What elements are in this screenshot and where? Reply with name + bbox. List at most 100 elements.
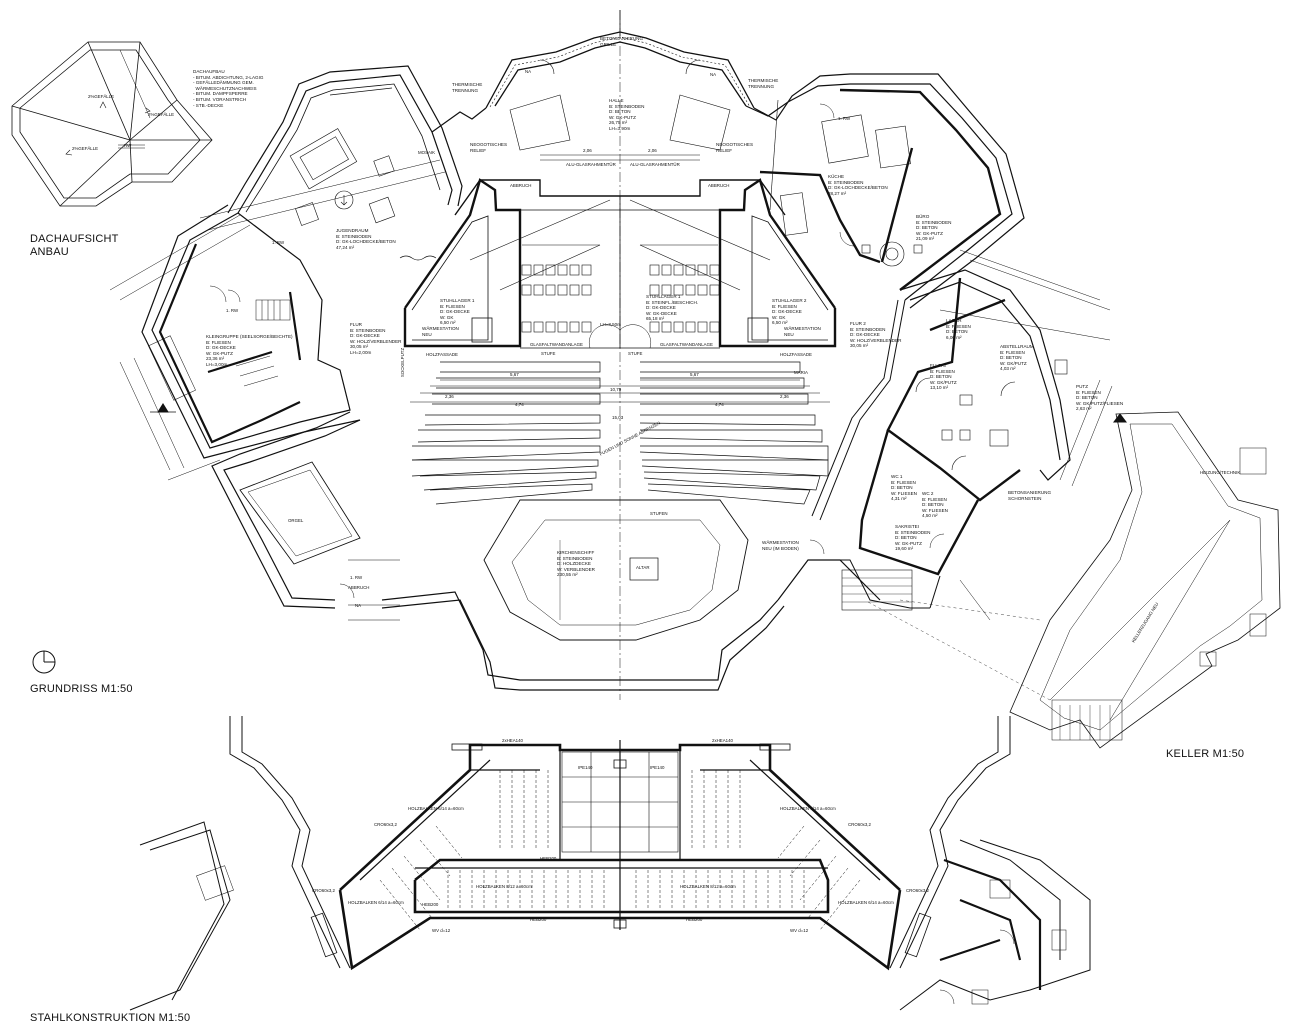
- dim-10: 2,36: [780, 394, 789, 399]
- room-stuhllager-1: STUHLLAGER 1 B: FLIESEN D: GK-DECKE W: G…: [440, 298, 475, 326]
- steel-structure-plan: [129, 716, 1091, 1011]
- keller-plan: [867, 411, 1281, 749]
- steel-holz-5: HOLZBALKEN 6/14 a=60cm: [348, 900, 404, 905]
- dimension-lines: [109, 154, 1113, 621]
- room-flur-3: FLUR 3 B: FLIESEN D: BETON W: GK/PUTZ 13…: [930, 363, 957, 391]
- steel-ipe-1: IPE140: [578, 765, 593, 770]
- room-kirchenschiff: KIRCHENSCHIFF B: STEINBODEN D: HOLZDECKE…: [557, 550, 595, 578]
- label-betonsanierung-top: BETONSANIERUNG GRILLE: [600, 36, 644, 47]
- room-wc-1: WC 1 B: FLIESEN D: BETON W: FLIESEN 4,31…: [891, 474, 917, 502]
- label-na-2: NA: [710, 72, 717, 77]
- label-alu-2: ALU-GLASRAHMENTÜR: [630, 162, 680, 167]
- steel-wv-2: WV d=12: [790, 928, 809, 933]
- label-relief-2: NEOGOTISCHES RELIEF: [716, 142, 754, 153]
- room-kleingruppe: KLEINGRUPPE (SEELSORGE/BEICHTE) B: FLIES…: [206, 334, 293, 367]
- label-mosaik: MOSAIK: [418, 150, 436, 155]
- steel-holz-4: HOLZBALKEN 8/12 a=60cm: [680, 884, 736, 889]
- room-flur-1: FLUR B: STEINBODEN D: GK-DECKE W: HOLZ/V…: [350, 322, 402, 355]
- steel-profil-1: 2xHEA140: [502, 738, 523, 743]
- label-waermestation-3: WÄRMESTATION NEU (IM BODEN): [762, 540, 799, 551]
- label-betonsanierung-right: BETONSANIERUNG SCHORNSTEIN: [1008, 490, 1052, 501]
- dim-2: 2,06: [648, 148, 657, 153]
- lh-note: LH=3,50m: [600, 322, 621, 327]
- roof-plan-annex: [11, 41, 213, 207]
- label-alu-1: ALU-GLASRAHMENTÜR: [566, 162, 616, 167]
- steel-cro-3: CRO60x3,2: [374, 822, 397, 827]
- roof-notes: DACHAUFBAU - BITUM. ABDICHTUNG, 2-LAGIG …: [193, 69, 264, 108]
- steel-holz-3: HOLZBALKEN 8/12 a=60cm: [476, 884, 532, 889]
- room-flur-2: FLUR 2 B: STEINBODEN D: GK-DECKE W: HOLZ…: [850, 321, 902, 349]
- label-waermestation-2: WÄRMESTATION NEU: [784, 326, 821, 337]
- steel-cro-2: CRO60x3,2: [906, 888, 929, 893]
- dim-7: 4,74: [515, 402, 524, 407]
- label-stufen: STUFEN: [650, 511, 668, 516]
- room-stuhllager-2: STUHLLAGER 2 B: FLIESEN D: GK-DECKE W: G…: [772, 298, 807, 326]
- north-symbol: [32, 650, 56, 674]
- label-thermische-2: THERMISCHE TRENNUNG: [748, 78, 779, 89]
- dim-5: 10,79: [610, 387, 622, 392]
- label-thermische-1: THERMISCHE TRENNUNG: [452, 82, 483, 93]
- room-halle: HALLE B: STEINBODEN D: BETON W: GK-PUTZ …: [609, 98, 645, 131]
- pews: [411, 361, 829, 505]
- dim-1: 2,06: [583, 148, 592, 153]
- label-glasfaltwand-1: GLASFALTWANDANLAGE: [530, 342, 583, 347]
- room-kueche: KÜCHE B: STEINBODEN D: GK-LOCHDECKE/BETO…: [828, 174, 888, 196]
- label-glasfaltwand-2: GLASFALTWANDANLAGE: [660, 342, 713, 347]
- title-keller: KELLER M1:50: [1166, 748, 1245, 760]
- label-heizung: HEIZUNG/TECHNIK: [1200, 470, 1241, 475]
- label-abbruch-1: ABBRUCH: [510, 183, 532, 188]
- label-abbruch-3: ABBRUCH: [348, 585, 370, 590]
- label-stufe-2: STUFE: [628, 351, 643, 356]
- chair-storage-grid: [469, 199, 771, 333]
- dachaufsicht-title: DACHAUFSICHT ANBAU: [30, 233, 119, 258]
- dim-6: 15,03: [612, 415, 624, 420]
- label-maria: MARIA: [794, 370, 808, 375]
- room-putz: PUTZ B: FLIESEN D: BETON W: GK/PUTZ/FLIE…: [1076, 384, 1124, 412]
- label-altar: ALTAR: [636, 565, 650, 570]
- steel-holz-1: HOLZBALKEN 6/14 a=60cm: [408, 806, 464, 811]
- roof-rw: RW: [124, 143, 132, 148]
- steel-heb-3: HEB200: [686, 917, 703, 922]
- steel-cro-1: CRO60x3,2: [312, 888, 335, 893]
- dim-4: 5,67: [690, 372, 699, 377]
- jugendraum-furniture: [289, 128, 437, 261]
- steel-cro-4: CRO60x3,2: [848, 822, 871, 827]
- dim-8: 4,74: [715, 402, 724, 407]
- steel-wv-1: WV d=12: [432, 928, 451, 933]
- dim-9: 2,36: [445, 394, 454, 399]
- title-grundriss: GRUNDRISS M1:50: [30, 683, 133, 695]
- room-jugendraum: JUGENDRAUM B: STEINBODEN D: GK-LOCHDECKE…: [336, 228, 396, 250]
- room-abstellraum: ABSTELLRAUM B: FLIESEN D: BETON W: GK/PU…: [1000, 344, 1034, 372]
- label-stufe-1: STUFE: [541, 351, 556, 356]
- room-wc-2: WC 2 B: FLIESEN D: BETON W: FLIESEN 4,50…: [922, 491, 948, 519]
- steel-heb-4: HEB200: [422, 902, 439, 907]
- label-na-3: NA: [355, 603, 362, 608]
- label-sockelputz: SOCKELPUTZ: [400, 347, 406, 378]
- steel-holz-6: HOLZBALKEN 6/14 a=60cm: [838, 900, 894, 905]
- label-waermestation-1: WÄRMESTATION NEU: [422, 326, 459, 337]
- skylight-grid: [561, 751, 679, 853]
- timber-joists: [379, 770, 861, 931]
- room-stuhllager-neu: STUHLLAGER 1 B: STEINFL./BESCHICH. D: GK…: [646, 294, 699, 322]
- label-relief-1: NEOGOTISCHES RELIEF: [470, 142, 508, 153]
- drawing-text: 2,06 2,06 5,67 5,67 10,79 15,03 4,74 4,7…: [445, 148, 789, 420]
- room-lager: LAGER B: FLIESEN D: BETON 6,00 m²: [946, 318, 971, 340]
- steel-ipe-2: IPE140: [650, 765, 665, 770]
- roof-slope-1: 2%GEFÄLLE: [88, 94, 115, 99]
- steel-holz-2: HOLZBALKEN 6/14 a=60cm: [780, 806, 836, 811]
- label-holzfassade-2: HOLZFASSADE: [780, 352, 812, 357]
- label-abbruch-2: ABBRUCH: [708, 183, 730, 188]
- roof-slope-2: 2%GEFÄLLE: [148, 112, 175, 117]
- label-holzfassade-1: HOLZFASSADE: [426, 352, 458, 357]
- dim-3: 5,67: [510, 372, 519, 377]
- steel-profil-2: 2xHEA140: [712, 738, 733, 743]
- label-orgel: ORGEL: [288, 518, 304, 523]
- main-floor-plan: [109, 10, 1281, 749]
- label-rw-1: 1. RW: [226, 308, 239, 313]
- label-rw-2: 1. RW: [350, 575, 363, 580]
- label-na-1: NA: [525, 69, 532, 74]
- steel-heb-2: HEB200: [530, 917, 547, 922]
- kleingruppe-furniture: [148, 289, 291, 401]
- roof-slope-3: 2%GEFÄLLE: [72, 146, 99, 151]
